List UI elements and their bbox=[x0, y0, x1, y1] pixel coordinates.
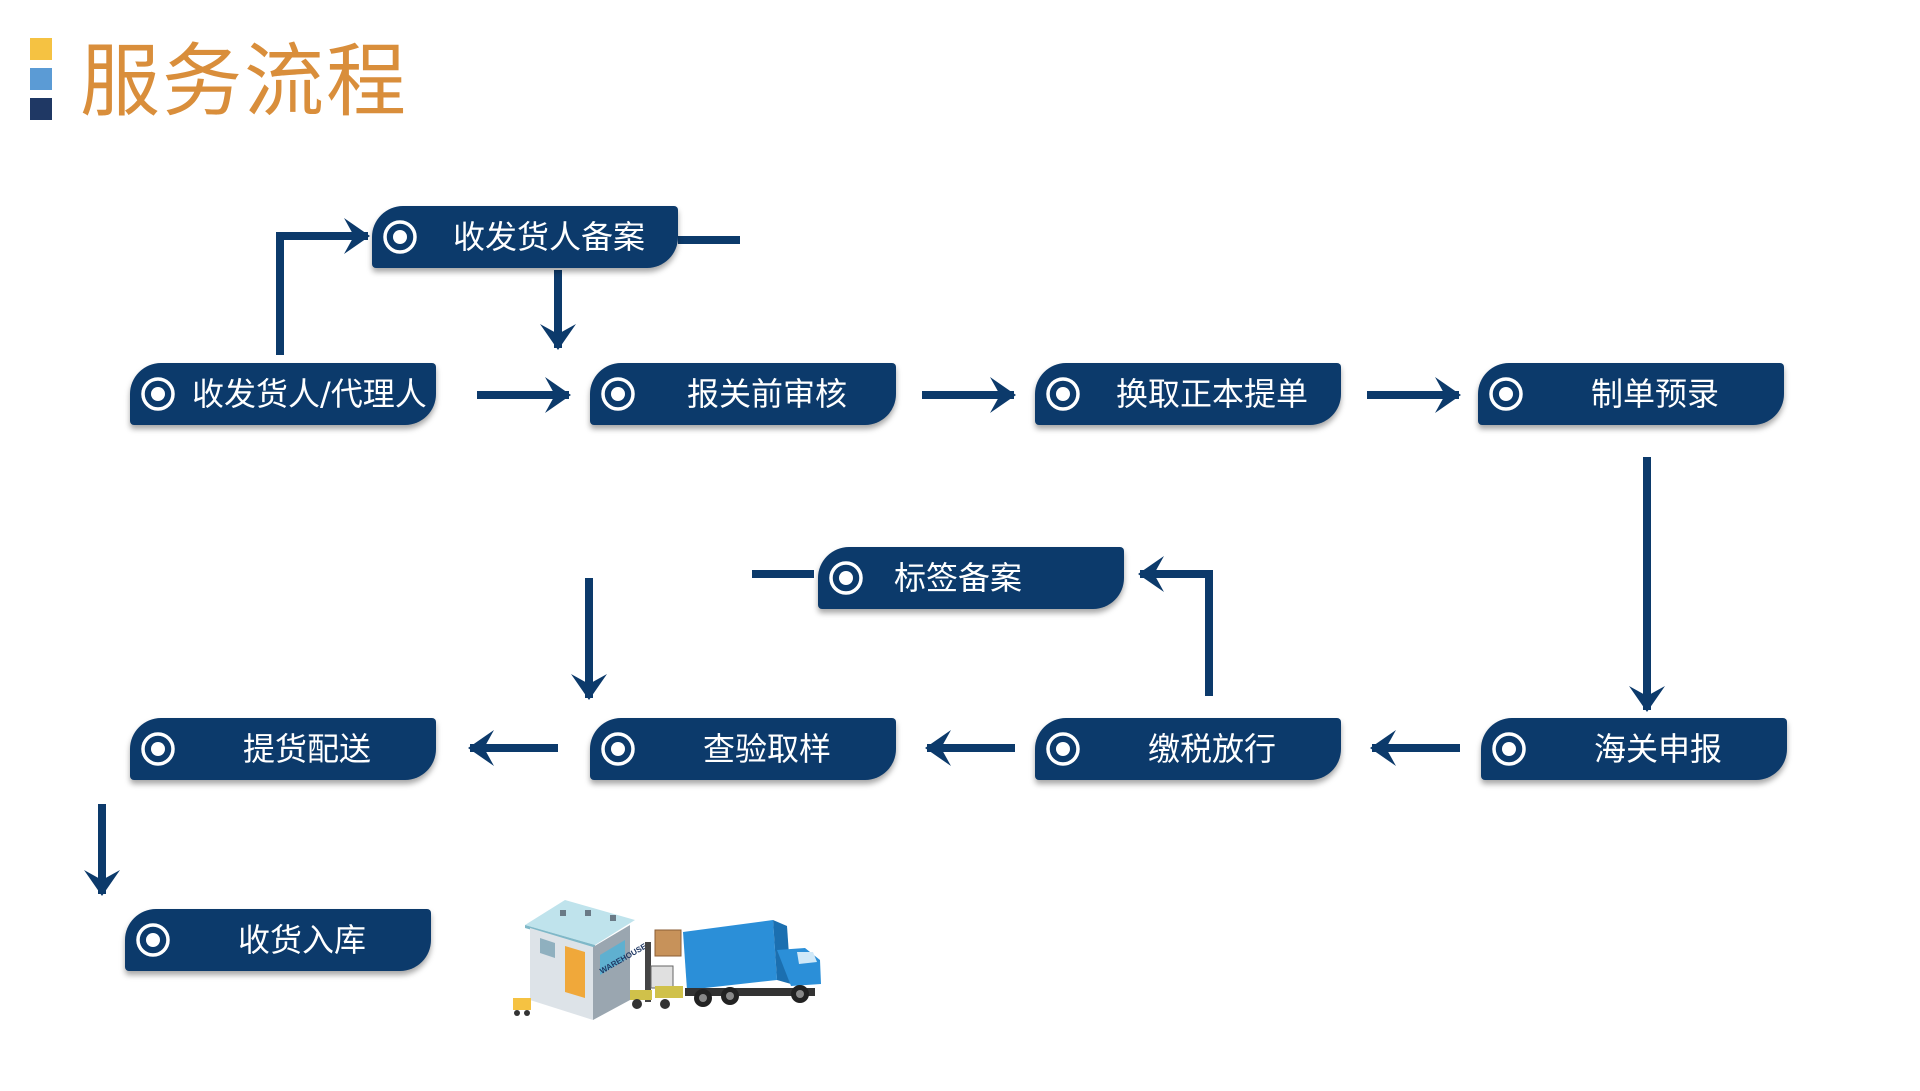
title-marker-navy bbox=[30, 98, 52, 120]
node-tax-payment-release: 缴税放行 bbox=[1035, 718, 1341, 780]
target-icon bbox=[141, 732, 175, 766]
target-icon bbox=[601, 377, 635, 411]
target-icon bbox=[383, 220, 417, 254]
title-marker-yellow bbox=[30, 38, 52, 60]
title-marker-blue bbox=[30, 68, 52, 90]
arrow-agent-to-filing bbox=[276, 218, 370, 355]
target-icon bbox=[601, 732, 635, 766]
node-consignor-agent: 收发货人/代理人 bbox=[130, 363, 436, 425]
warehouse-icon: WAREHOUSE bbox=[513, 900, 649, 1020]
node-inspection-sampling: 查验取样 bbox=[590, 718, 896, 780]
node-label: 收货入库 bbox=[237, 921, 366, 959]
target-icon bbox=[1492, 732, 1526, 766]
node-customs-declaration: 海关申报 bbox=[1481, 718, 1787, 780]
page-title: 服务流程 bbox=[80, 35, 408, 128]
node-label: 标签备案 bbox=[894, 559, 1023, 597]
node-label: 换取正本提单 bbox=[1115, 375, 1308, 413]
forklift-icon bbox=[630, 929, 683, 1009]
node-exchange-bill-of-lading: 换取正本提单 bbox=[1035, 363, 1341, 425]
delivery-truck-icon bbox=[683, 920, 821, 1007]
target-icon bbox=[141, 377, 175, 411]
arrow-tax-to-label bbox=[1138, 556, 1213, 696]
node-pickup-delivery: 提货配送 bbox=[130, 718, 436, 780]
target-icon bbox=[1046, 732, 1080, 766]
target-icon bbox=[1046, 377, 1080, 411]
node-label: 收发货人备案 bbox=[452, 218, 645, 256]
node-label: 查验取样 bbox=[702, 730, 831, 768]
node-label: 缴税放行 bbox=[1147, 730, 1276, 768]
node-label-filing: 标签备案 bbox=[818, 547, 1124, 609]
node-consignee-filing: 收发货人备案 bbox=[372, 206, 678, 268]
node-document-preparation: 制单预录 bbox=[1478, 363, 1784, 425]
node-label: 海关申报 bbox=[1593, 730, 1722, 768]
target-icon bbox=[136, 923, 170, 957]
target-icon bbox=[1489, 377, 1523, 411]
node-pre-declaration-review: 报关前审核 bbox=[590, 363, 896, 425]
target-icon bbox=[829, 561, 863, 595]
node-label: 收发货人/代理人 bbox=[192, 375, 427, 413]
node-receiving-warehousing: 收货入库 bbox=[125, 909, 431, 971]
logistics-illustration: WAREHOUSE bbox=[513, 900, 821, 1020]
node-label: 制单预录 bbox=[1590, 375, 1719, 413]
node-label: 提货配送 bbox=[242, 730, 371, 768]
node-label: 报关前审核 bbox=[686, 375, 847, 413]
